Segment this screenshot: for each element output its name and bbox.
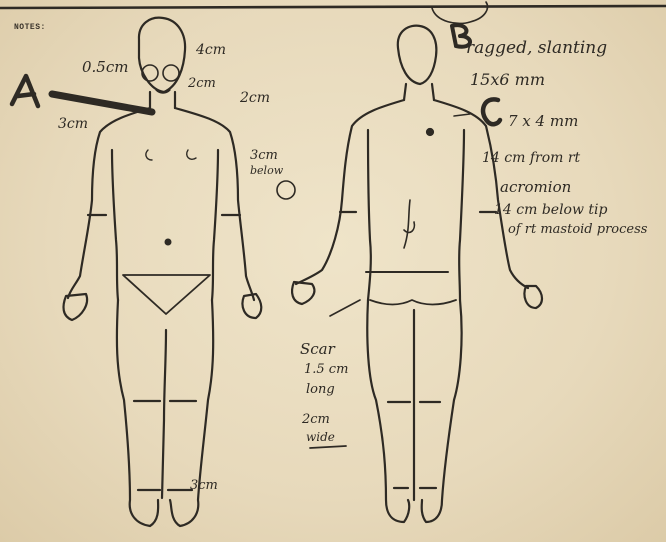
annotation-front-left-chest: 3cm [58,116,88,132]
annotation-front-ankle: 3cm [190,478,218,493]
annotation-front-arm: 3cm [250,148,278,163]
annotation-back-note-2: acromion [500,178,571,196]
letter-c [483,99,500,124]
annotation-back-note-1: 14 cm from rt [482,150,580,166]
annotation-front-chin: 4cm [196,42,226,58]
top-rule [0,6,666,8]
annotation-scar-3: long [306,382,335,397]
annotation-back-wound-2: 15x6 mm [470,70,545,89]
annotation-front-neck: 2cm [188,76,216,91]
annotation-back-note-3: 14 cm below tip [494,202,607,218]
annotation-back-note-4: of rt mastoid process [508,222,647,237]
annotation-front-head: 0.5cm [82,58,128,76]
annotation-scar-5: wide [306,430,335,444]
annotation-front-shoulder: 2cm [240,90,270,106]
annotation-scar-4: 2cm [302,412,330,427]
annotation-scar-2: 1.5 cm [304,362,348,377]
notes-label: NOTES: [14,23,46,32]
annotation-scar-1: Scar [300,340,335,358]
annotation-front-arm-detail: below [250,164,283,177]
annotation-back-wound-1: ragged, slanting [466,38,607,58]
annotation-back-wound-3: 7 x 4 mm [508,112,578,130]
arrow-a [12,76,152,112]
